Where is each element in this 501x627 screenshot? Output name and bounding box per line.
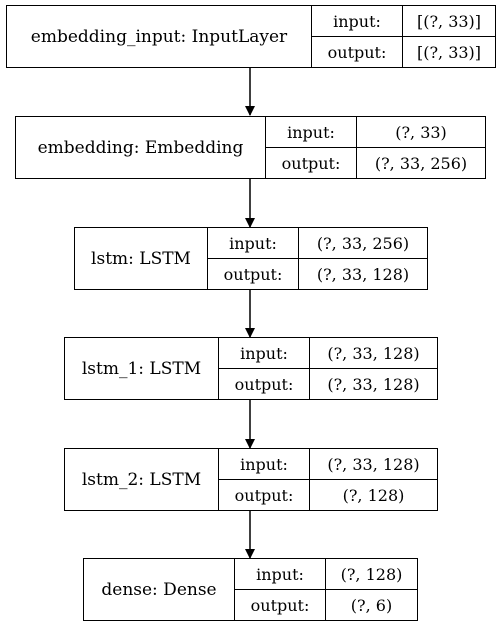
output-key: output: [208, 259, 299, 289]
output-key: output: [219, 369, 310, 399]
output-row: output: (?, 33, 128) [219, 368, 437, 399]
node-dense: dense: Dense input: (?, 128) output: (?,… [83, 558, 418, 621]
input-row: input: [(?, 33)] [312, 6, 495, 36]
input-row: input: (?, 128) [235, 559, 417, 589]
node-lstm-2: lstm_2: LSTM input: (?, 33, 128) output:… [64, 448, 438, 511]
input-row: input: (?, 33, 128) [219, 449, 437, 479]
output-shape: (?, 33, 256) [374, 153, 468, 173]
input-key: input: [219, 449, 310, 479]
input-key: input: [235, 559, 326, 589]
output-row: output: (?, 33, 256) [266, 147, 485, 178]
input-shape: (?, 33, 128) [327, 343, 420, 363]
input-key: input: [312, 6, 403, 36]
shape-table: input: (?, 33, 256) output: (?, 33, 128) [208, 228, 427, 289]
output-row: output: (?, 128) [219, 479, 437, 510]
output-key: output: [312, 37, 403, 67]
output-shape: (?, 33, 128) [327, 374, 420, 394]
node-label: dense: Dense [84, 559, 235, 620]
input-key: input: [266, 117, 357, 147]
input-row: input: (?, 33) [266, 117, 485, 147]
shape-table: input: [(?, 33)] output: [(?, 33)] [312, 6, 495, 67]
output-shape: (?, 128) [342, 485, 405, 505]
output-key: output: [235, 590, 326, 620]
output-row: output: [(?, 33)] [312, 36, 495, 67]
shape-table: input: (?, 33, 128) output: (?, 128) [219, 449, 437, 510]
node-label: lstm_2: LSTM [65, 449, 219, 510]
input-shape: (?, 33, 128) [327, 454, 420, 474]
output-key: output: [266, 148, 357, 178]
input-shape: [(?, 33)] [416, 11, 482, 31]
output-shape: (?, 6) [350, 595, 393, 615]
input-row: input: (?, 33, 256) [208, 228, 427, 258]
node-lstm: lstm: LSTM input: (?, 33, 256) output: (… [74, 227, 428, 290]
output-row: output: (?, 33, 128) [208, 258, 427, 289]
node-label: lstm: LSTM [75, 228, 208, 289]
input-row: input: (?, 33, 128) [219, 338, 437, 368]
input-shape: (?, 33, 256) [316, 233, 410, 253]
output-row: output: (?, 6) [235, 589, 417, 620]
input-key: input: [219, 338, 310, 368]
shape-table: input: (?, 33, 128) output: (?, 33, 128) [219, 338, 437, 399]
node-label: embedding: Embedding [16, 117, 266, 178]
input-shape: (?, 33) [395, 122, 447, 142]
node-lstm-1: lstm_1: LSTM input: (?, 33, 128) output:… [64, 337, 438, 400]
node-label: embedding_input: InputLayer [7, 6, 312, 67]
output-key: output: [219, 480, 310, 510]
node-label: lstm_1: LSTM [65, 338, 219, 399]
node-embedding: embedding: Embedding input: (?, 33) outp… [15, 116, 486, 179]
input-shape: (?, 128) [340, 564, 403, 584]
shape-table: input: (?, 128) output: (?, 6) [235, 559, 417, 620]
node-embedding-input: embedding_input: InputLayer input: [(?, … [6, 5, 496, 68]
shape-table: input: (?, 33) output: (?, 33, 256) [266, 117, 485, 178]
output-shape: (?, 33, 128) [316, 264, 410, 284]
output-shape: [(?, 33)] [416, 42, 482, 62]
input-key: input: [208, 228, 299, 258]
